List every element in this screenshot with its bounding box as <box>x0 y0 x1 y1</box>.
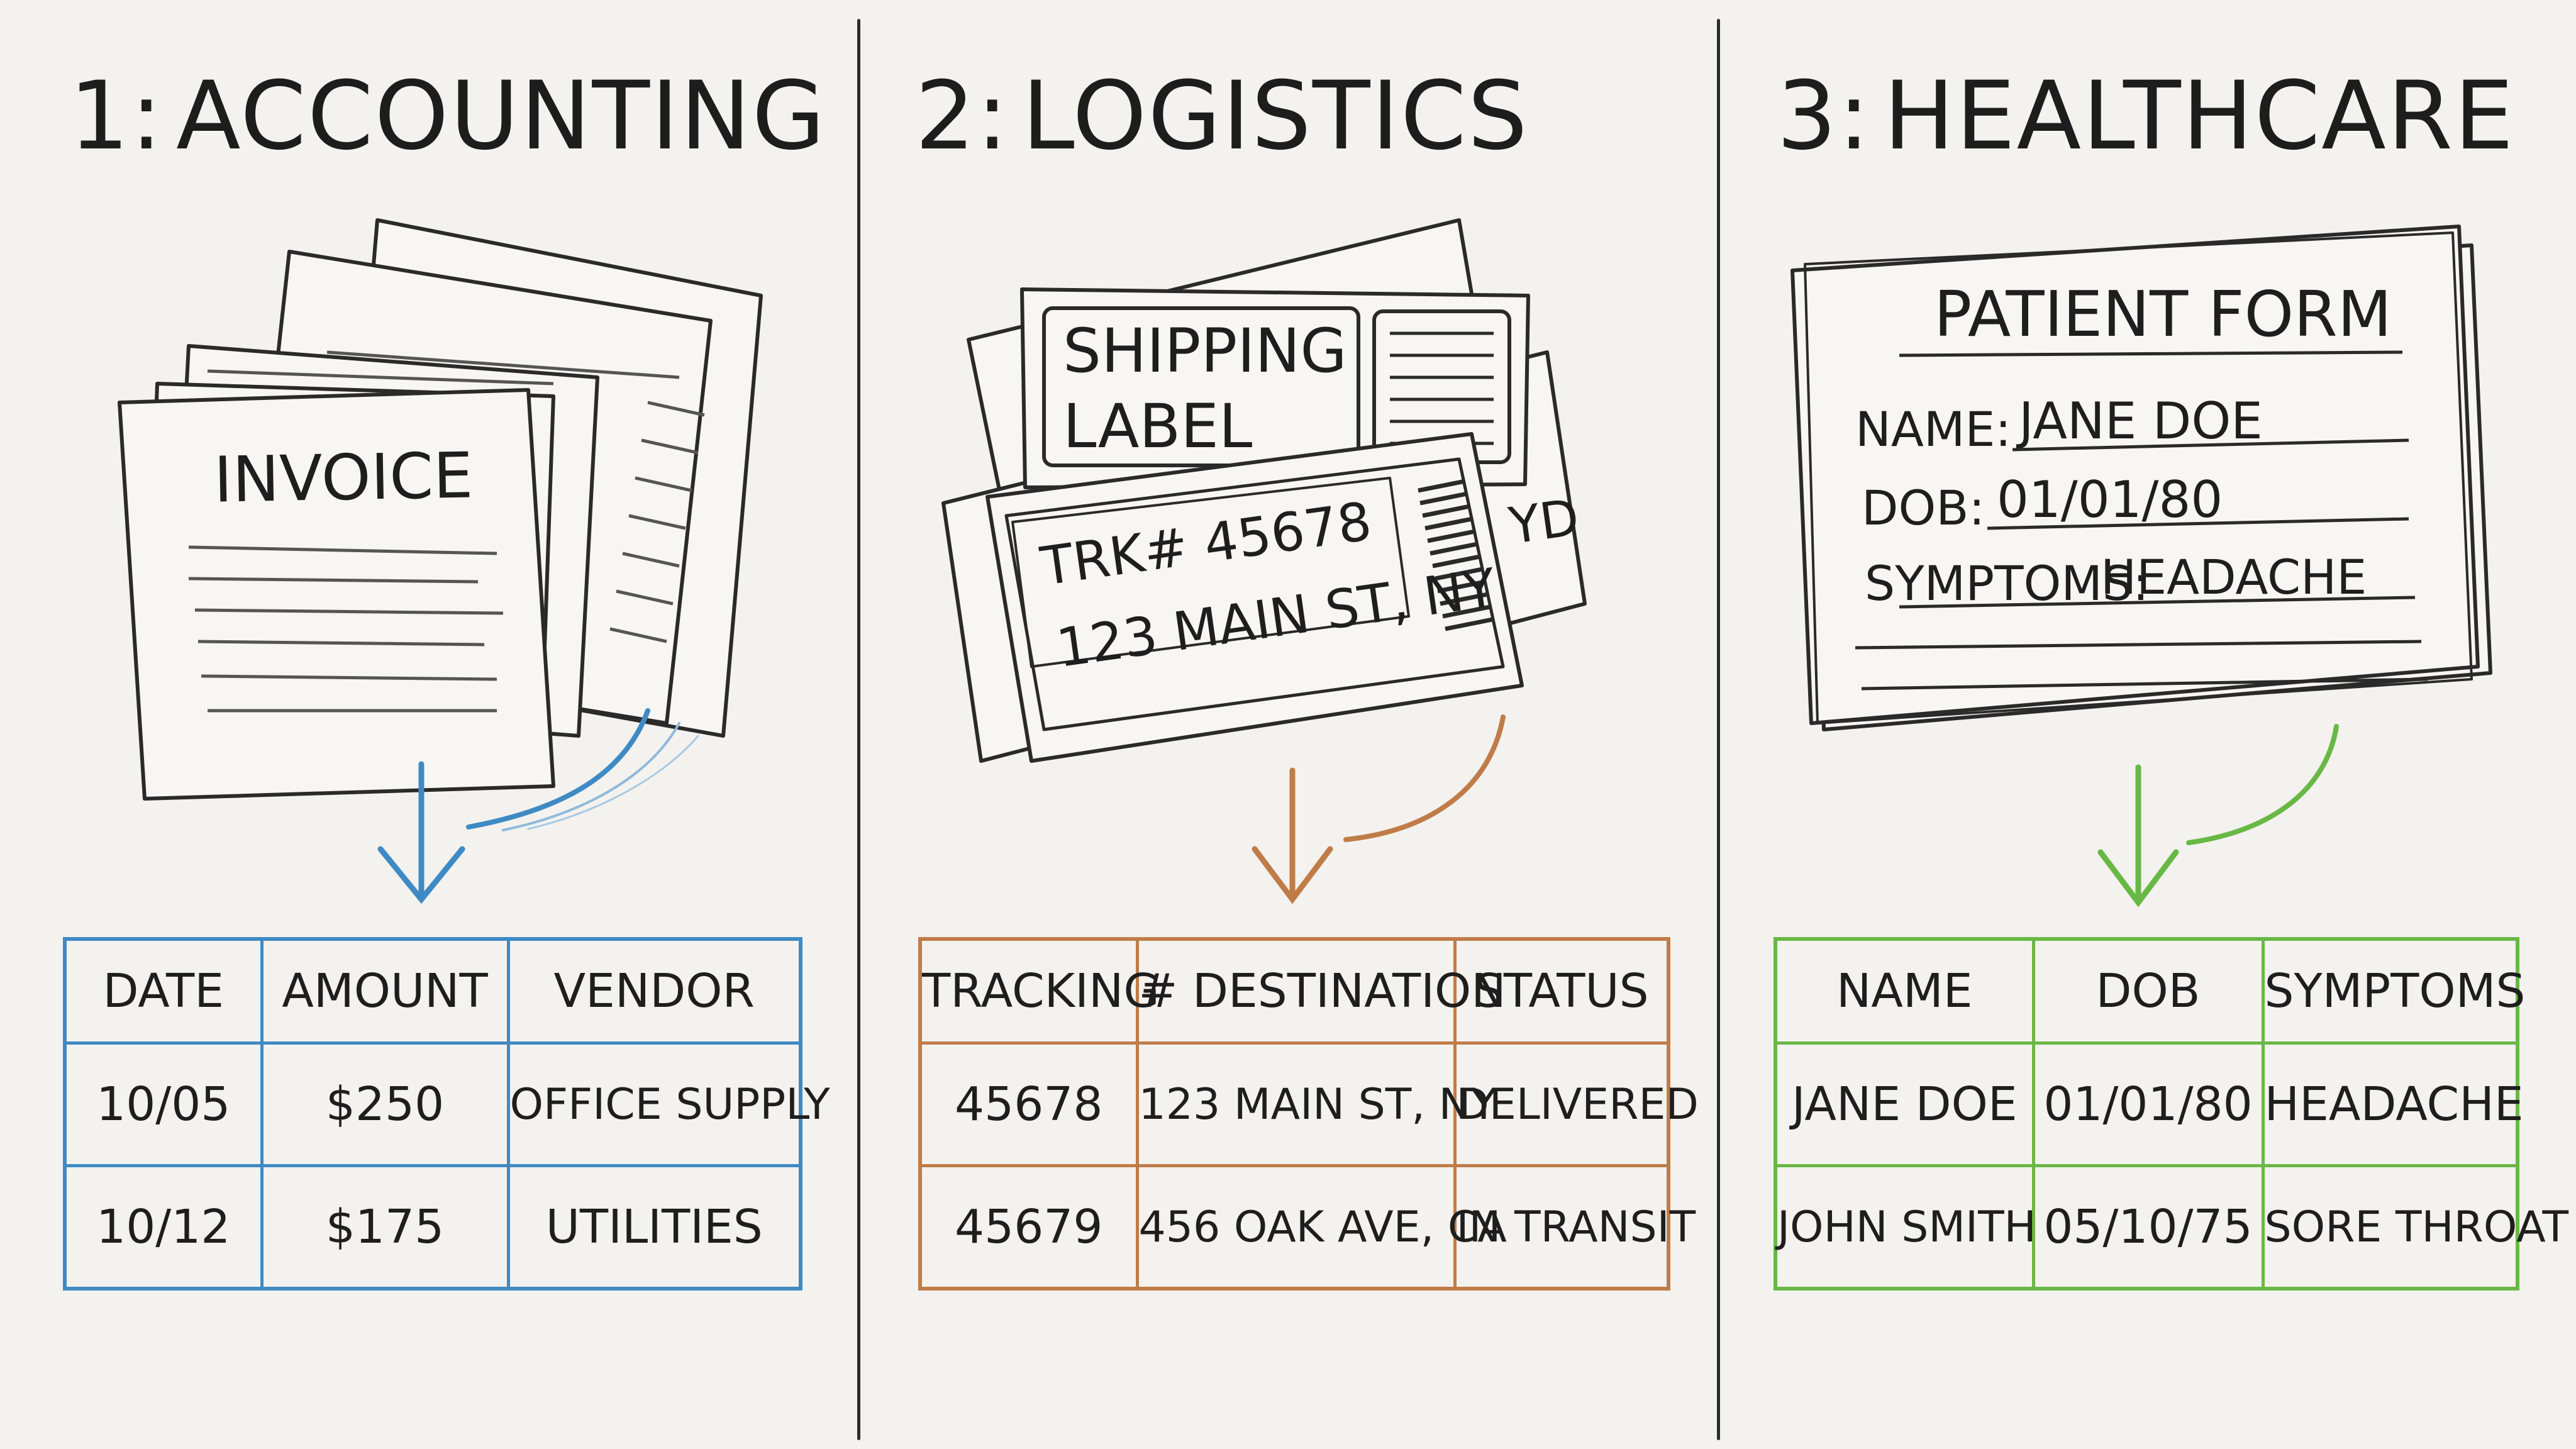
column-header: NAME <box>1774 937 2035 1045</box>
table-header-row: TRACKING # DESTINATION STATUS <box>918 937 1670 1045</box>
symptoms-value: HEADACHE <box>2101 549 2367 605</box>
patient-form-icon <box>1790 225 2492 731</box>
patient-form-title: PATIENT FORM <box>1934 277 2392 351</box>
table-cell: JANE DOE <box>1774 1041 2035 1167</box>
down-arrow-icon <box>377 761 465 904</box>
logistics-table: TRACKING # DESTINATION STATUS 45678 123 … <box>918 937 1699 1291</box>
dob-label: DOB: <box>1862 480 1985 536</box>
panel-title: ACCOUNTING <box>175 62 826 171</box>
table-row: 10/05 $250 OFFICE SUPPLY <box>63 1041 830 1167</box>
panel-number: 1: <box>69 62 164 171</box>
table-row: 10/12 $175 UTILITIES <box>63 1164 802 1291</box>
column-header: # DESTINATION <box>1135 937 1506 1045</box>
stacked-invoices-icon <box>118 218 763 801</box>
accounting-table: DATE AMOUNT VENDOR 10/05 $250 OFFICE SUP… <box>63 937 830 1291</box>
table-cell: SORE THROAT <box>2261 1164 2568 1291</box>
panel-divider <box>857 19 860 1440</box>
table-cell: OFFICE SUPPLY <box>506 1041 830 1167</box>
curved-arrow-icon <box>466 708 699 831</box>
table-row: 45679 456 OAK AVE, CA IN TRANSIT <box>918 1164 1696 1291</box>
panel-title-logistics: 2:LOGISTICS <box>915 69 1529 164</box>
name-value: JANE DOE <box>2019 392 2263 450</box>
column-header: DOB <box>2031 937 2265 1045</box>
column-header: TRACKING <box>918 937 1160 1045</box>
panel-title-healthcare: 3:HEALTHCARE <box>1777 69 2515 164</box>
invoice-title: INVOICE <box>213 438 474 517</box>
name-label: NAME: <box>1855 401 2012 457</box>
healthcare-table: NAME DOB SYMPTOMS JANE DOE 01/01/80 HEAD… <box>1774 937 2568 1291</box>
table-cell: IN TRANSIT <box>1453 1164 1696 1291</box>
table-cell: 45678 <box>918 1041 1139 1167</box>
symptoms-label: SYMPTOMS: <box>1865 555 2149 611</box>
panel-divider <box>1717 19 1720 1440</box>
shipping-label-title-line2: LABEL <box>1063 391 1253 462</box>
table-row: JANE DOE 01/01/80 HEADACHE <box>1774 1041 2524 1167</box>
table-row: 45678 123 MAIN ST, NY DELIVERED <box>918 1041 1699 1167</box>
shipping-labels-icon <box>941 218 1587 763</box>
column-header: STATUS <box>1453 937 1670 1045</box>
panel-title-accounting: 1:ACCOUNTING <box>69 69 826 164</box>
curved-arrow-icon <box>2186 724 2339 845</box>
column-header: AMOUNT <box>260 937 510 1045</box>
table-cell: 123 MAIN ST, NY <box>1135 1041 1497 1167</box>
column-header: VENDOR <box>506 937 802 1045</box>
table-cell: 01/01/80 <box>2031 1041 2265 1167</box>
curved-arrow-icon <box>1343 714 1506 842</box>
table-cell: 05/10/75 <box>2031 1164 2265 1291</box>
table-cell: 456 OAK AVE, CA <box>1135 1164 1507 1291</box>
table-cell: JOHN SMITH <box>1774 1164 2036 1291</box>
table-cell: 10/05 <box>63 1041 264 1167</box>
table-cell: UTILITIES <box>506 1164 802 1291</box>
table-cell: $175 <box>260 1164 510 1291</box>
partial-label-text: YD <box>1505 487 1583 556</box>
panel-title: HEALTHCARE <box>1883 62 2515 171</box>
column-header: SYMPTOMS <box>2261 937 2525 1045</box>
down-arrow-icon <box>2097 764 2179 908</box>
table-cell: DELIVERED <box>1453 1041 1699 1167</box>
column-header: DATE <box>63 937 264 1045</box>
down-arrow-icon <box>1252 767 1333 904</box>
table-header-row: DATE AMOUNT VENDOR <box>63 937 802 1045</box>
table-cell: 10/12 <box>63 1164 264 1291</box>
table-row: JOHN SMITH 05/10/75 SORE THROAT <box>1774 1164 2568 1291</box>
table-cell: $250 <box>260 1041 510 1167</box>
dob-value: 01/01/80 <box>1997 470 2223 529</box>
panel-number: 3: <box>1777 62 1871 171</box>
shipping-label-title-line1: SHIPPING <box>1063 316 1347 386</box>
table-cell: 45679 <box>918 1164 1139 1291</box>
table-cell: HEADACHE <box>2261 1041 2524 1167</box>
panel-title: LOGISTICS <box>1021 62 1529 171</box>
table-header-row: NAME DOB SYMPTOMS <box>1774 937 2525 1045</box>
panel-number: 2: <box>915 62 1009 171</box>
